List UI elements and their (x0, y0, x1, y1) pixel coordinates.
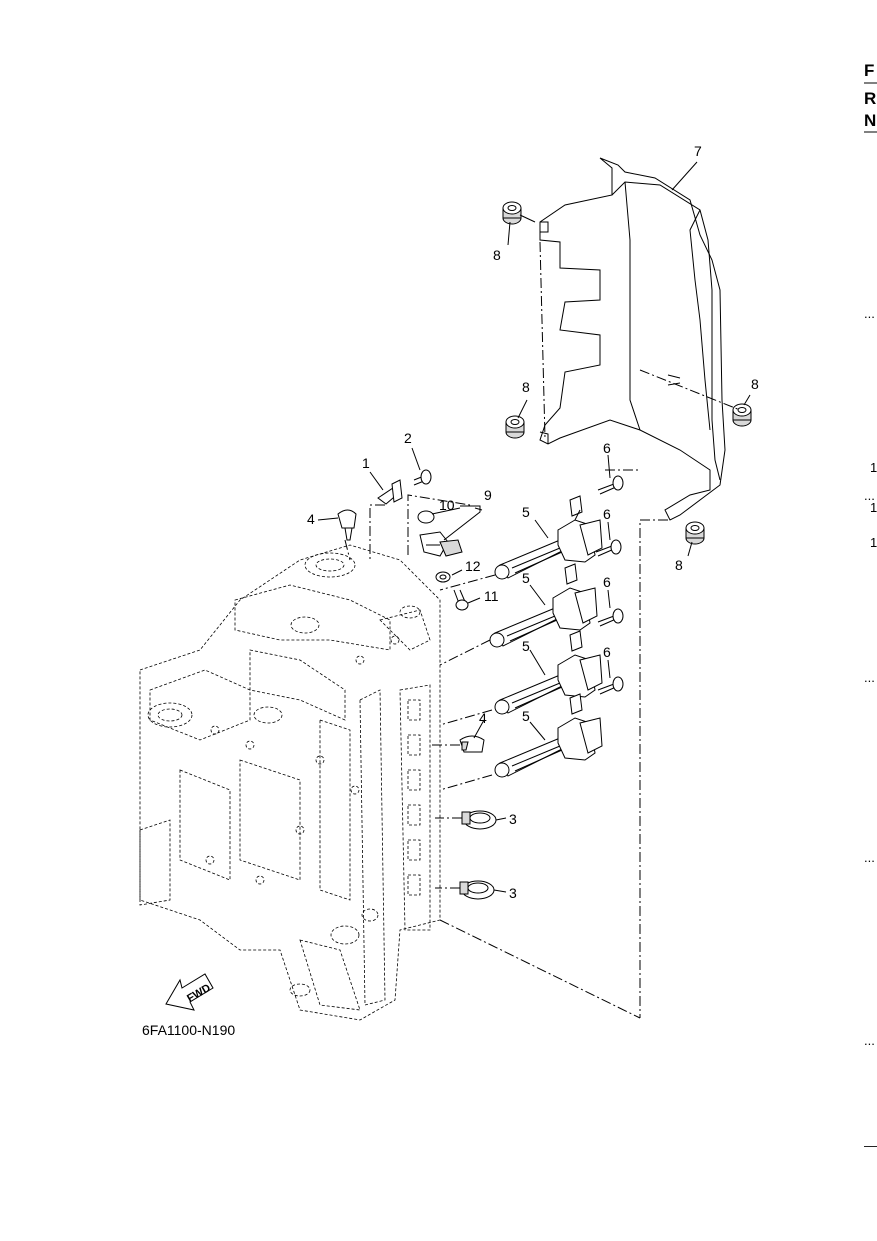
callout-8c: 8 (751, 376, 759, 392)
bolt-11 (453, 589, 469, 611)
edge-dots-b: ... (864, 488, 875, 503)
bracket-1 (377, 479, 403, 505)
assembly-lines (344, 241, 741, 1019)
callout-2: 2 (404, 430, 412, 446)
callout-5a: 5 (522, 504, 530, 520)
callout-5c: 5 (522, 638, 530, 654)
edge-letter-n: N (864, 111, 876, 130)
right-edge-fragment: F R N ... 1 ... 1 1 ... ... ... — (864, 61, 877, 1153)
bolt-6b (595, 539, 622, 557)
callout-8a: 8 (493, 247, 501, 263)
bolt-6c (597, 608, 624, 627)
bolt-2 (413, 469, 432, 486)
clamp-3b (459, 880, 495, 900)
grommet-8d (685, 521, 705, 545)
edge-num-1a: 1 (870, 460, 877, 475)
edge-letter-f: F (864, 61, 874, 80)
callout-3b: 3 (509, 885, 517, 901)
ignition-coil-3 (494, 630, 603, 715)
grommet-8b (505, 415, 525, 439)
leader-lines (317, 161, 751, 893)
grommet-8c (732, 403, 752, 427)
grommet-8a (502, 201, 522, 225)
callout-5d: 5 (522, 708, 530, 724)
callout-6a: 6 (603, 440, 611, 456)
callout-11: 11 (484, 588, 499, 604)
callout-3a: 3 (509, 811, 517, 827)
edge-dash-end: — (864, 1138, 877, 1153)
clip-4a (337, 509, 357, 541)
edge-letter-r: R (864, 89, 876, 108)
o-ring-10 (417, 510, 435, 524)
callout-7: 7 (694, 143, 702, 159)
callout-6d: 6 (603, 644, 611, 660)
callout-6c: 6 (603, 574, 611, 590)
engine-block (139, 544, 441, 1021)
ignition-coil-1 (494, 495, 603, 580)
bolt-6d (597, 676, 624, 695)
callout-5b: 5 (522, 570, 530, 586)
callout-12: 12 (465, 558, 481, 574)
clip-4b (459, 735, 485, 753)
ignition-coil-2 (489, 563, 598, 648)
edge-num-1c: 1 (870, 535, 877, 550)
ignition-coil-4 (494, 693, 603, 778)
callout-4a: 4 (307, 511, 315, 527)
callout-8d: 8 (675, 557, 683, 573)
callout-9: 9 (484, 487, 492, 503)
callout-8b: 8 (522, 379, 530, 395)
sensor-9 (419, 531, 463, 557)
callout-10: 10 (439, 497, 455, 513)
fwd-arrow-icon: FWD (165, 973, 214, 1011)
callout-1: 1 (362, 455, 370, 471)
edge-num-1b: 1 (870, 500, 877, 515)
diagram-code: 6FA1100-N190 (142, 1022, 235, 1038)
edge-dots-c: ... (864, 670, 875, 685)
clamp-3a (461, 810, 497, 830)
edge-dots-e: ... (864, 1033, 875, 1048)
bolt-6a (597, 475, 624, 495)
callout-6b: 6 (603, 506, 611, 522)
coil-cover (539, 157, 726, 521)
callout-labels: 1 2 3 3 4 4 5 5 5 5 6 6 6 6 7 8 8 8 8 9 … (307, 143, 759, 901)
callout-4b: 4 (479, 710, 487, 726)
washer-12 (435, 571, 451, 583)
edge-dots-d: ... (864, 850, 875, 865)
edge-dots-a: ... (864, 306, 875, 321)
